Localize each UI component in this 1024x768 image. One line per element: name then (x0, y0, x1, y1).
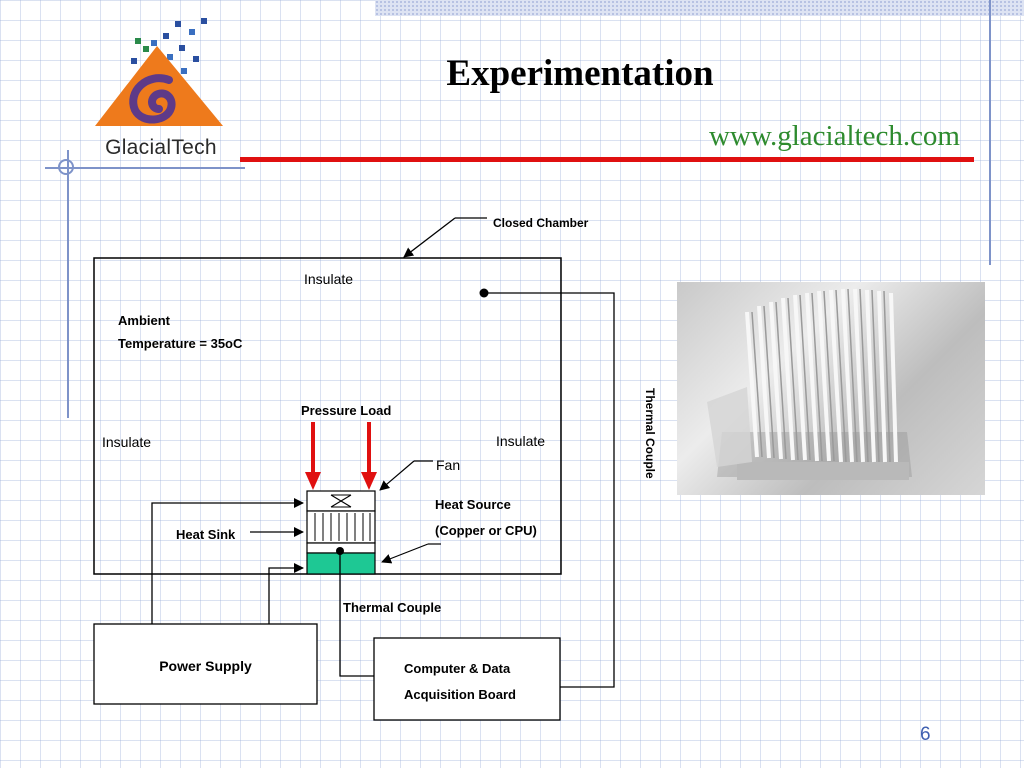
pressure-load-label: Pressure Load (301, 403, 392, 418)
heat-sink-photo (677, 282, 985, 495)
computer-label: Computer & Data (404, 661, 511, 676)
insulate-right-label: Insulate (496, 433, 546, 449)
top-decorative-band (375, 0, 1024, 16)
heat-source-label: Heat Source (435, 497, 511, 512)
closed-chamber-label: Closed Chamber (493, 216, 589, 230)
power-supply-box (93, 623, 318, 705)
fan-arrow (379, 460, 415, 491)
heat-sink-label: Heat Sink (176, 527, 236, 542)
thermal-couple-label: Thermal Couple (343, 600, 442, 615)
heat-sink-box (306, 510, 376, 544)
closed-chamber-arrow (403, 217, 456, 258)
title-underline (240, 157, 974, 162)
heat-source-arrow (381, 543, 429, 564)
website-url[interactable]: www.glacialtech.com (709, 120, 960, 152)
header-decorative-line (45, 167, 245, 169)
insulate-top-label: Insulate (304, 271, 354, 287)
computer-box (373, 637, 561, 721)
left-decorative-line (67, 150, 69, 418)
logo-triangle (95, 46, 223, 126)
acquisition-board-label: Acquisition Board (404, 687, 516, 702)
logo-swirl (129, 74, 176, 124)
slide-title: Experimentation (446, 53, 714, 94)
pressure-arrow-left (305, 472, 321, 490)
glacialtech-logo (95, 18, 223, 126)
heat-source-block (306, 552, 376, 575)
right-decorative-line (989, 0, 991, 265)
crosshair-ornament (58, 159, 74, 175)
power-supply-label: Power Supply (159, 658, 252, 674)
thermal-couple-vertical-label: Thermal Couple (643, 388, 657, 479)
ambient-temperature-label: Temperature = 35oC (118, 336, 243, 351)
ambient-label: Ambient (118, 313, 170, 328)
logo-wordmark: GlacialTech (105, 136, 217, 159)
fan-label: Fan (436, 457, 461, 473)
heat-source-material-label: (Copper or CPU) (435, 523, 537, 538)
insulate-left-label: Insulate (102, 434, 152, 450)
pressure-arrow-right (361, 472, 377, 490)
page-number: 6 (920, 724, 931, 745)
